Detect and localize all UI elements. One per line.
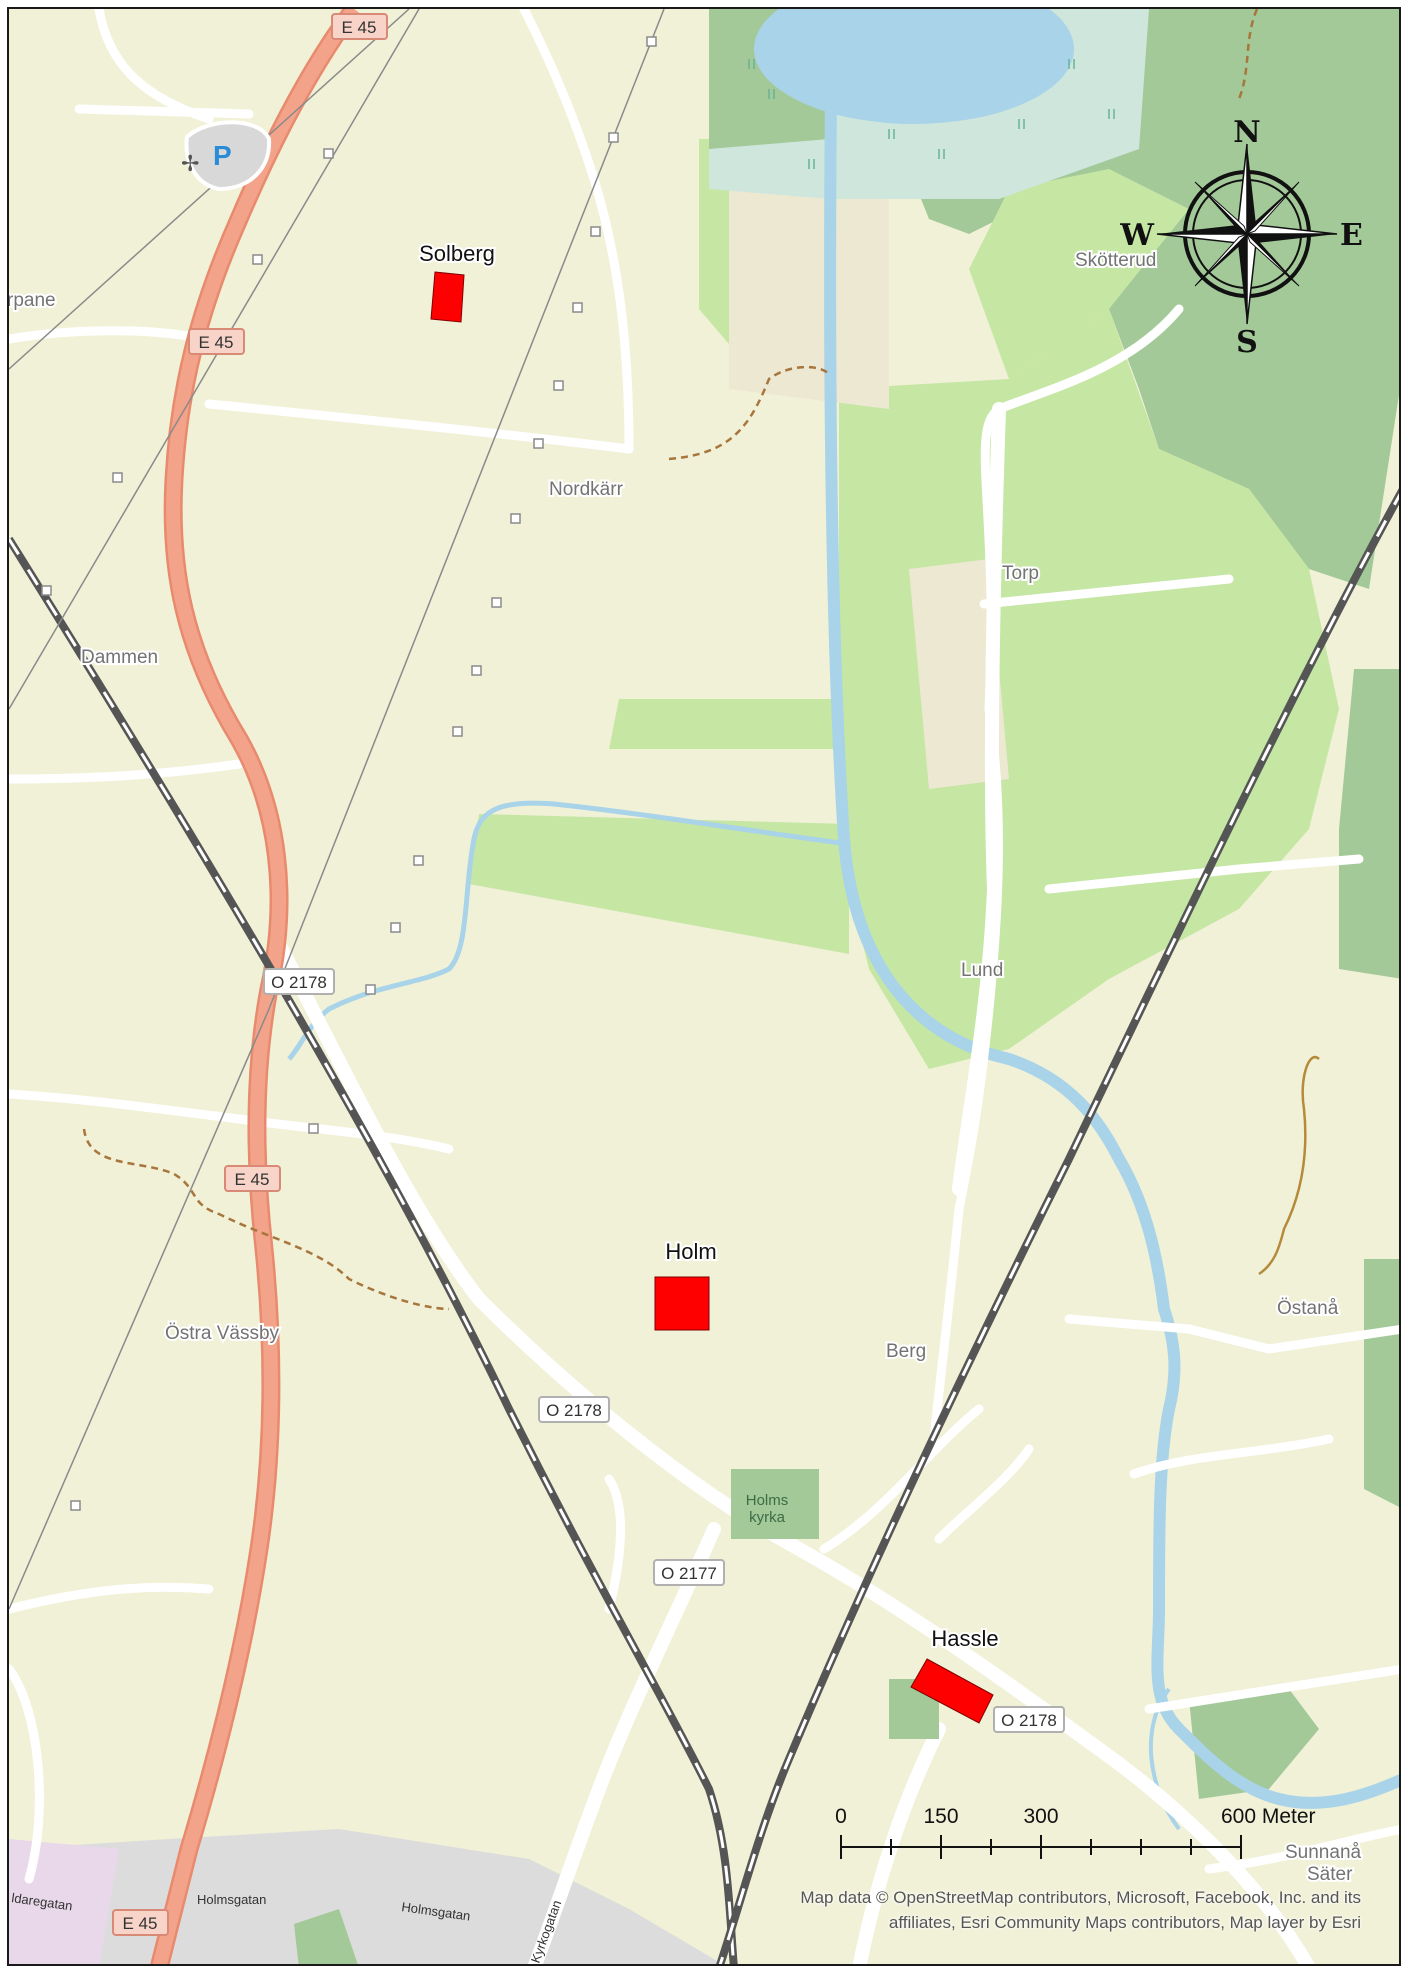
map-attribution: Map data © OpenStreetMap contributors, M…: [721, 1885, 1361, 1935]
place-label-ostana: Östanå: [1277, 1298, 1339, 1319]
field-pale: [729, 149, 889, 409]
field-pale: [909, 559, 1009, 789]
churchyard: [731, 1469, 819, 1539]
road-shield-o2177: O 2177: [653, 1559, 725, 1586]
forest-area: [1364, 1259, 1399, 1507]
compass-west: W: [1119, 218, 1155, 253]
svg-text:O 2178: O 2178: [546, 1401, 602, 1420]
scale-tick-label: 600 Meter: [1221, 1805, 1316, 1828]
place-label-nordkarr: Nordkärr: [549, 479, 624, 500]
compass-south: S: [1236, 325, 1258, 360]
site-holm[interactable]: Holm: [654, 1237, 719, 1331]
scale-bar: 0 150 300 600 Meter: [835, 1805, 1316, 1859]
pylons: [41, 36, 657, 1511]
site-label: Holm: [665, 1239, 716, 1264]
place-label-sater: Säter: [1307, 1864, 1353, 1885]
place-label-kyrka: kyrka: [749, 1509, 785, 1526]
road-lund-berg: [952, 402, 1006, 1196]
compass-rose: N S E W: [1119, 115, 1363, 360]
compass-north: N: [1233, 115, 1260, 150]
urban-area-purple: [9, 1839, 119, 1964]
map-canvas[interactable]: P ✢ Holms kyrka rpane Dammen Nordkärr Sk…: [9, 9, 1401, 1966]
field-area: [609, 699, 849, 749]
road-shield-e45: E 45: [112, 1909, 169, 1936]
field-area: [469, 814, 849, 954]
attribution-line: Map data © OpenStreetMap contributors, M…: [800, 1888, 1361, 1907]
road-shield-o2178: O 2178: [263, 968, 335, 995]
place-label-sunnana: Sunnanå: [1285, 1842, 1362, 1863]
railways: [9, 487, 1399, 1964]
attribution-line: affiliates, Esri Community Maps contribu…: [888, 1913, 1361, 1932]
road-o2178: [272, 937, 1315, 1964]
site-label: Solberg: [419, 241, 495, 266]
place-label-skotterud: Skötterud: [1075, 250, 1156, 271]
field-area: [969, 169, 1189, 379]
road-shield-o2178: O 2178: [538, 1396, 610, 1423]
road-shield-o2178: O 2178: [993, 1706, 1065, 1733]
site-label: Hassle: [931, 1626, 998, 1651]
scale-tick-label: 0: [835, 1805, 847, 1828]
site-marker[interactable]: [430, 271, 465, 323]
place-label-holms: Holms: [746, 1492, 789, 1509]
svg-text:E 45: E 45: [199, 333, 234, 352]
site-solberg[interactable]: Solberg: [417, 239, 497, 323]
place-label-lund: Lund: [961, 960, 1003, 981]
wetland-marks: [748, 59, 1115, 169]
place-label-berg: Berg: [886, 1341, 926, 1362]
svg-text:O 2177: O 2177: [661, 1564, 717, 1583]
scale-tick-label: 150: [923, 1805, 958, 1828]
svg-text:E 45: E 45: [235, 1170, 270, 1189]
parking-icon: P: [213, 140, 232, 171]
wind-turbine-icon: ✢: [181, 152, 199, 177]
road-shield-e45: E 45: [188, 328, 245, 355]
urban-park: [294, 1909, 358, 1964]
forest-area: [1339, 669, 1399, 979]
trails: [82, 9, 1259, 1311]
site-marker[interactable]: [910, 1658, 994, 1724]
field-area: [839, 309, 1339, 1069]
trail-solid: [1258, 1055, 1320, 1276]
power-lines: [9, 9, 665, 1610]
svg-text:E 45: E 45: [342, 18, 377, 37]
parking-area: P ✢: [181, 120, 272, 192]
place-label-ostra-vassby: Östra Vässby: [165, 1323, 280, 1344]
road-shield-e45: E 45: [331, 13, 388, 40]
site-marker[interactable]: [654, 1276, 710, 1331]
secondary-roads: [272, 402, 1315, 1964]
place-label-torp: Torp: [1002, 563, 1039, 584]
svg-text:E 45: E 45: [123, 1914, 158, 1933]
river: [824, 88, 1399, 1809]
map-frame[interactable]: P ✢ Holms kyrka rpane Dammen Nordkärr Sk…: [7, 7, 1401, 1966]
svg-text:O 2178: O 2178: [271, 973, 327, 992]
place-label-dammen: Dammen: [81, 647, 158, 668]
road-shield-e45: E 45: [224, 1165, 281, 1192]
compass-east: E: [1340, 218, 1363, 253]
road-o2177: [528, 1522, 721, 1964]
place-label-torpane: rpane: [9, 290, 56, 311]
street-label-holmsgatan: Holmsgatan: [197, 1892, 266, 1907]
site-hassle[interactable]: Hassle: [910, 1624, 1001, 1724]
road-hassle-south: [852, 1722, 946, 1964]
scale-tick-label: 300: [1023, 1805, 1058, 1828]
svg-text:O 2178: O 2178: [1001, 1711, 1057, 1730]
stream: [287, 800, 850, 1061]
